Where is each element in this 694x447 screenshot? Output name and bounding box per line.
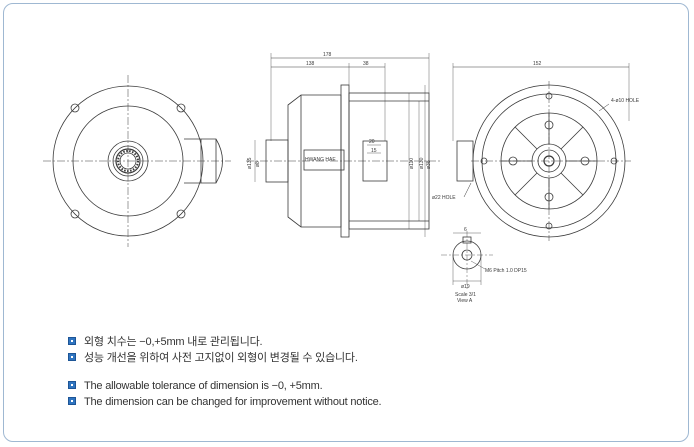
scale-label: Scale 3/1 <box>455 292 476 298</box>
side-view <box>246 53 441 238</box>
mount-holes-label: 4-ø10 HOLE <box>611 98 640 104</box>
dim-overall-length: 178 <box>323 52 332 58</box>
detail-view <box>441 231 493 291</box>
note-en-2: The dimension can be changed for improve… <box>66 394 382 410</box>
square-bullet-icon <box>68 397 76 405</box>
rear-view <box>452 63 631 241</box>
note-ko-2: 성능 개선을 위하여 사전 고지없이 외형이 변경될 수 있습니다. <box>66 350 381 366</box>
dim-body-length: 138 <box>306 61 315 67</box>
brand-plate-label: HWANG HAE <box>305 157 336 163</box>
note-en-1: The allowable tolerance of dimension is … <box>66 378 381 394</box>
dim-rear-width: 152 <box>533 61 542 67</box>
dim-detail-width: ø19 <box>461 284 470 290</box>
dim-small-step2: 15 <box>371 148 377 154</box>
dim-boss-diameter: ø110 <box>409 158 415 169</box>
dim-shaft-diameter: ø8 <box>255 161 261 167</box>
square-bullet-icon <box>68 337 76 345</box>
note-ko-1: 외형 치수는 −0,+5mm 내로 관리됩니다. <box>66 334 381 350</box>
note-text: The dimension can be changed for improve… <box>84 396 382 408</box>
dim-body-diameter: ø135 <box>247 157 253 169</box>
square-bullet-icon <box>68 381 76 389</box>
content-frame: 178 138 38 152 ø8 ø135 ø110 ø130 ø38 20 … <box>3 3 689 442</box>
notes-section: 외형 치수는 −0,+5mm 내로 관리됩니다. 성능 개선을 위하여 사전 고… <box>66 334 382 410</box>
technical-drawing: 178 138 38 152 ø8 ø135 ø110 ø130 ø38 20 … <box>43 52 640 304</box>
dim-hub-diameter: ø38 <box>426 160 432 169</box>
front-view <box>43 75 231 247</box>
dim-flange-diameter: ø130 <box>419 157 425 169</box>
view-label: View A <box>457 298 473 304</box>
note-text: The allowable tolerance of dimension is … <box>84 380 323 392</box>
note-text: 성능 개선을 위하여 사전 고지없이 외형이 변경될 수 있습니다. <box>84 352 358 364</box>
dim-flange-thickness: 38 <box>363 61 369 67</box>
note-text: 외형 치수는 −0,+5mm 내로 관리됩니다. <box>84 336 263 348</box>
dim-key-width: 6 <box>464 227 467 233</box>
square-bullet-icon <box>68 353 76 361</box>
thread-spec-label: M6 Pitch 1.0 DP15 <box>485 268 527 274</box>
dim-small-step: 20 <box>369 139 375 145</box>
side-hole-label: ø22 HOLE <box>432 195 456 201</box>
